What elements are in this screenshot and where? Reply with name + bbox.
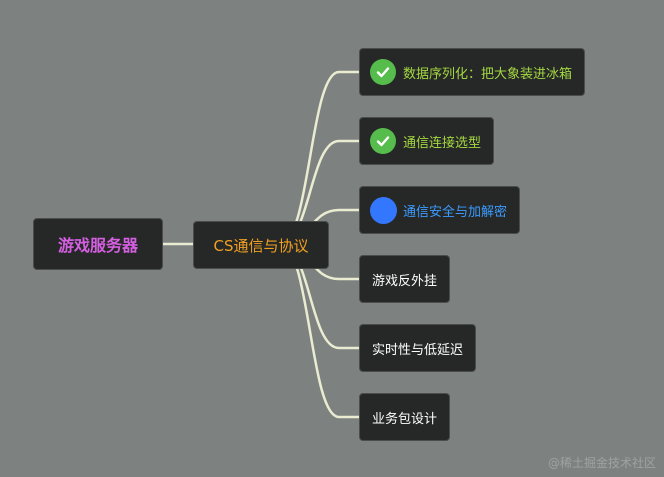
- leaf-label-5: 实时性与低延迟: [372, 342, 464, 358]
- check-circle-icon: [370, 128, 396, 154]
- branch-node-label: CS通信与协议: [213, 236, 309, 255]
- leaf-label-3: 通信安全与加解密: [403, 204, 508, 220]
- watermark: @稀土掘金技术社区: [547, 456, 656, 470]
- leaf-node-5[interactable]: 实时性与低延迟: [359, 324, 477, 372]
- connector-leaf-6: [278, 242, 361, 419]
- root-node[interactable]: 游戏服务器: [33, 218, 163, 270]
- root-node-label: 游戏服务器: [57, 236, 138, 255]
- leaf-label-2: 通信连接选型: [403, 135, 482, 151]
- branch-node[interactable]: CS通信与协议: [193, 221, 329, 269]
- leaf-node-4[interactable]: 游戏反外挂: [359, 255, 451, 303]
- leaf-label-4: 游戏反外挂: [372, 273, 438, 289]
- leaf-node-1[interactable]: 数据序列化：把大象装进冰箱: [359, 48, 586, 96]
- leaf-label-1: 数据序列化：把大象装进冰箱: [403, 66, 573, 82]
- blue-dot-icon: [370, 196, 397, 224]
- leaf-node-6[interactable]: 业务包设计: [359, 393, 451, 441]
- leaf-label-6: 业务包设计: [372, 411, 438, 427]
- leaf-node-3[interactable]: 通信安全与加解密: [359, 186, 521, 234]
- check-circle-icon: [370, 59, 396, 85]
- leaf-node-2[interactable]: 通信连接选型: [359, 117, 495, 165]
